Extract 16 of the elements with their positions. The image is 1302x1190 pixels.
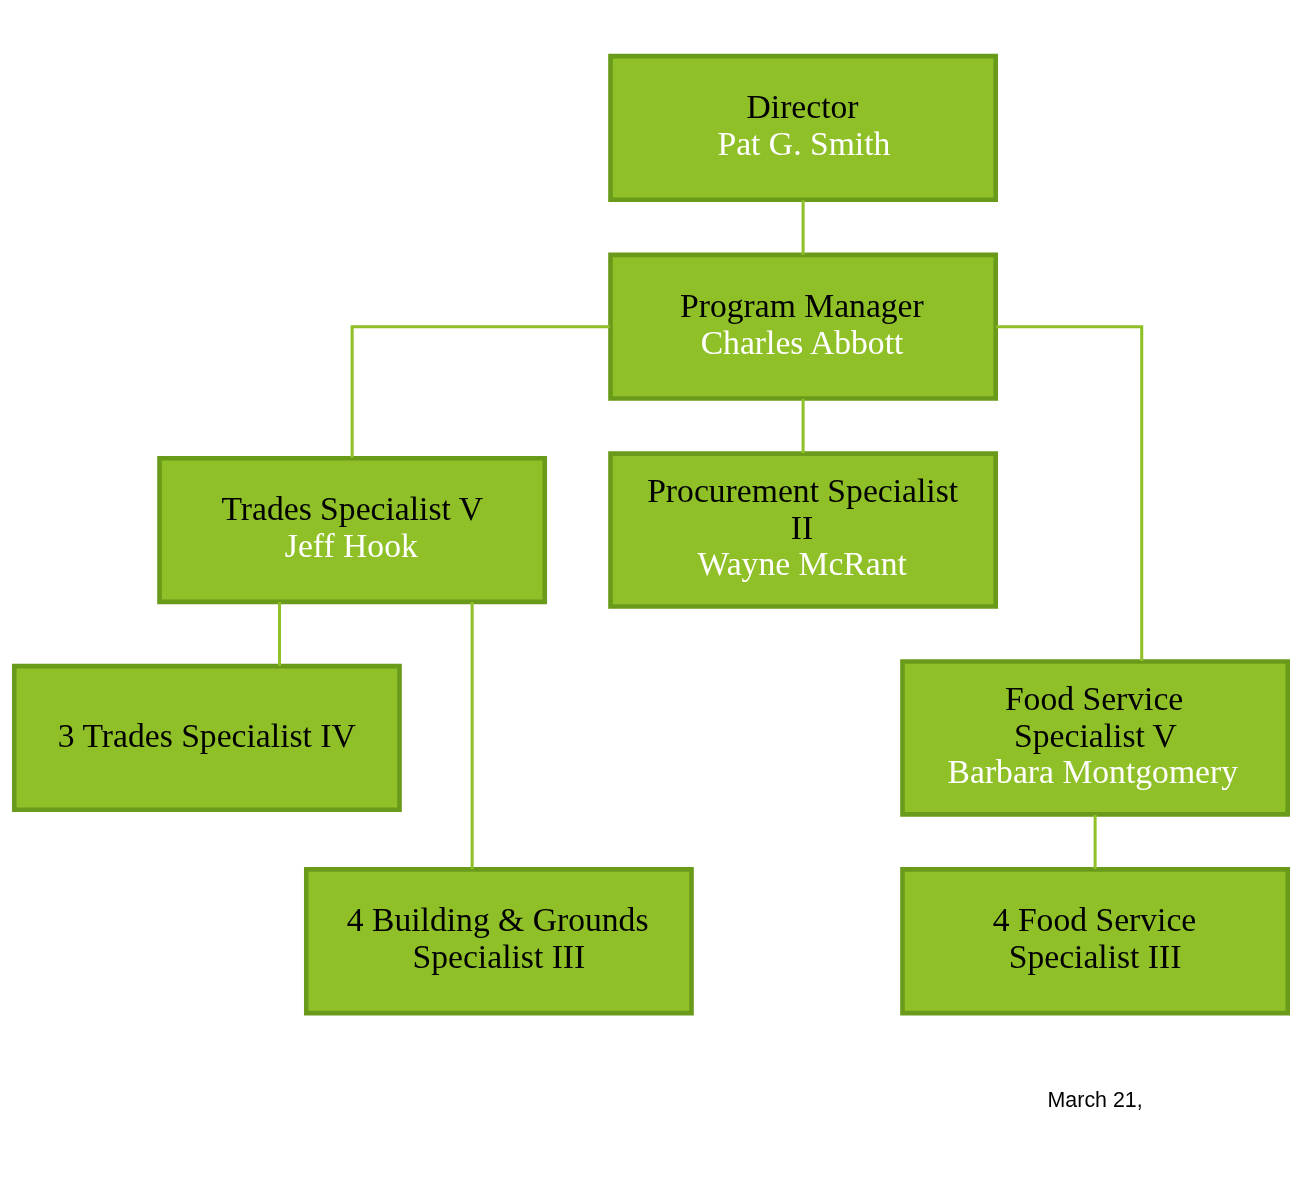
- connector: [350, 325, 610, 458]
- connector: [1093, 814, 1097, 869]
- node-box: Food Service Specialist V Barbara Montgomery: [900, 659, 1291, 817]
- node-box: 4 Building & Grounds Specialist III: [303, 867, 694, 1016]
- connector: [801, 398, 805, 454]
- node-box: 4 Food Service Specialist III: [900, 867, 1291, 1016]
- node-box: Trades Specialist V Jeff Hook: [157, 455, 548, 605]
- connector: [278, 602, 282, 666]
- node-box: 3 Trades Specialist IV: [11, 663, 402, 813]
- connector: [470, 602, 474, 870]
- label: March 21,: [1047, 1087, 1143, 1112]
- node-box: Program Manager Charles Abbott: [608, 252, 999, 401]
- connector: [996, 325, 1144, 662]
- node-box: Procurement Specialist II Wayne McRant: [608, 451, 999, 609]
- node-box: Director Pat G. Smith: [608, 53, 999, 203]
- connector: [801, 200, 805, 255]
